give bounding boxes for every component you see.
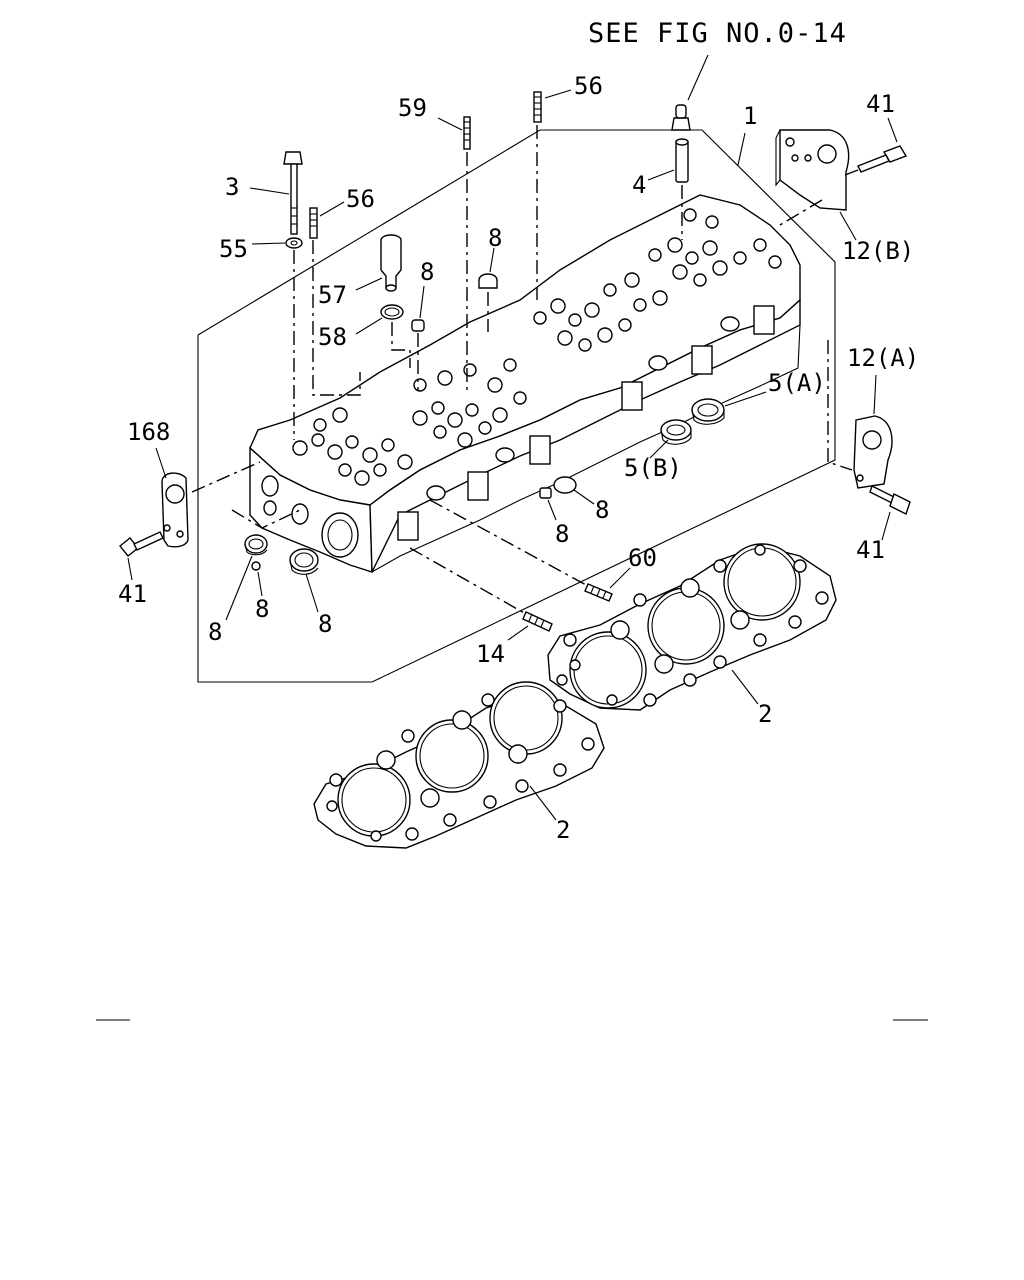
leader-5b bbox=[649, 439, 669, 459]
leader-12a bbox=[873, 374, 877, 415]
leader-8-d bbox=[573, 489, 595, 505]
part-8-plug-a bbox=[411, 319, 425, 332]
cylinder-head bbox=[249, 194, 801, 573]
leader-1 bbox=[737, 132, 746, 166]
leader-55 bbox=[251, 242, 286, 245]
callout-168: 168 bbox=[127, 418, 170, 446]
callout-2-lower: 2 bbox=[556, 816, 570, 844]
callout-57: 57 bbox=[318, 281, 347, 309]
axis-58 bbox=[391, 322, 411, 368]
leader-8-b bbox=[489, 247, 495, 273]
callout-1: 1 bbox=[743, 102, 757, 130]
callout-4: 4 bbox=[632, 171, 646, 199]
callout-12a: 12(A) bbox=[847, 344, 919, 372]
callout-3: 3 bbox=[225, 173, 239, 201]
part-8-plug-g bbox=[289, 548, 319, 575]
callout-8-d: 8 bbox=[595, 496, 609, 524]
leader-59 bbox=[437, 117, 463, 131]
leader-8-f bbox=[257, 571, 263, 597]
part-12a-bracket bbox=[853, 415, 893, 489]
leader-41-right bbox=[881, 511, 891, 541]
callout-5b: 5(B) bbox=[624, 454, 682, 482]
callout-8-b: 8 bbox=[488, 224, 502, 252]
callout-8-c: 8 bbox=[555, 520, 569, 548]
leader-8-a bbox=[419, 285, 425, 319]
callout-59: 59 bbox=[398, 94, 427, 122]
part-41-bolt-right bbox=[869, 485, 911, 515]
leader-41-top bbox=[887, 117, 898, 143]
part-60-stud bbox=[584, 583, 613, 602]
leader-14 bbox=[507, 625, 529, 641]
part-14-stud bbox=[522, 611, 553, 632]
part-59-stud bbox=[463, 116, 471, 150]
part-12b-bracket bbox=[775, 129, 850, 211]
part-4-pin bbox=[671, 104, 691, 183]
leader-8-e bbox=[225, 555, 253, 621]
callout-41-left: 41 bbox=[118, 580, 147, 608]
leader-60 bbox=[609, 567, 631, 589]
callout-12b: 12(B) bbox=[842, 237, 914, 265]
callout-58: 58 bbox=[318, 323, 347, 351]
see-fig-reference: SEE FIG NO.0-14 bbox=[588, 18, 847, 49]
part-41-bolt-top bbox=[857, 145, 908, 173]
part-57-sleeve bbox=[380, 234, 402, 292]
axis-12b bbox=[779, 199, 823, 226]
callout-56-top: 56 bbox=[574, 72, 603, 100]
axis-front-plugs bbox=[231, 509, 301, 529]
leader-57 bbox=[355, 277, 383, 291]
axis-60 bbox=[429, 499, 589, 587]
leader-56-top bbox=[544, 89, 572, 99]
valve-pocket-row bbox=[292, 208, 782, 486]
callout-8-g: 8 bbox=[318, 610, 332, 638]
part-5b-seal bbox=[660, 419, 692, 445]
leader-58 bbox=[355, 317, 383, 335]
callout-8-f: 8 bbox=[255, 595, 269, 623]
part-56-stud-left bbox=[309, 207, 318, 239]
leader-2-upper bbox=[731, 669, 759, 705]
callout-56-left: 56 bbox=[346, 185, 375, 213]
assembly-boundary-frame bbox=[197, 129, 836, 683]
axis-168 bbox=[191, 461, 261, 493]
callout-55: 55 bbox=[219, 235, 248, 263]
leader-3 bbox=[249, 187, 290, 195]
part-8-plug-e bbox=[244, 534, 268, 556]
leader-4 bbox=[647, 169, 675, 181]
callout-8-e: 8 bbox=[208, 618, 222, 646]
callout-2-upper: 2 bbox=[758, 700, 772, 728]
leader-41-left bbox=[127, 557, 133, 581]
leader-8-g bbox=[305, 573, 319, 613]
leader-2-lower bbox=[529, 785, 557, 821]
callout-14: 14 bbox=[476, 640, 505, 668]
head-gasket-upper bbox=[547, 543, 837, 711]
axis-56-left bbox=[312, 240, 361, 396]
callout-8-a: 8 bbox=[420, 258, 434, 286]
part-55-washer bbox=[285, 237, 303, 249]
part-58-o-ring bbox=[380, 304, 404, 320]
leader-56-left bbox=[319, 201, 345, 217]
part-8-plug-d bbox=[553, 476, 577, 494]
part-8-plug-f bbox=[251, 561, 261, 571]
axis-12a bbox=[827, 340, 853, 471]
leader-12b bbox=[839, 211, 857, 241]
part-5a-seal bbox=[691, 398, 725, 425]
part-41-bolt-left bbox=[119, 531, 164, 557]
leader-see-fig bbox=[687, 54, 709, 101]
head-gasket-lower bbox=[313, 681, 605, 849]
axis-14 bbox=[409, 547, 527, 615]
leader-5a bbox=[724, 391, 767, 407]
leader-8-c bbox=[547, 499, 557, 521]
callout-41-top: 41 bbox=[866, 90, 895, 118]
callout-5a: 5(A) bbox=[768, 369, 826, 397]
part-8-plug-c bbox=[539, 487, 552, 499]
leader-168 bbox=[155, 447, 167, 479]
axis-41-top bbox=[844, 169, 859, 176]
part-56-stud-top bbox=[533, 91, 542, 123]
callout-60: 60 bbox=[628, 544, 657, 572]
part-3-bolt bbox=[283, 151, 303, 235]
part-168-bracket bbox=[161, 472, 189, 548]
callout-41-right: 41 bbox=[856, 536, 885, 564]
